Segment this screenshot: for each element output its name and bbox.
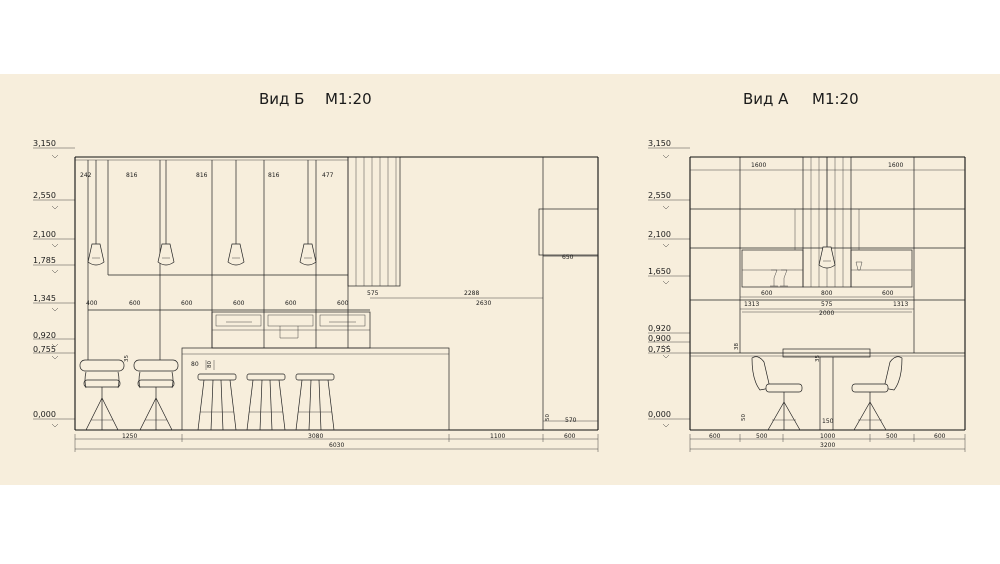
view-b-top-dim-1: 242 <box>80 172 92 179</box>
view-b-dim-570: 570 <box>565 417 577 424</box>
view-b-dining-chairs <box>79 359 179 431</box>
view-a-total: 3200 <box>820 442 835 449</box>
view-b-bottom-dim-1: 1250 <box>122 433 137 440</box>
view-a-mid-dim-1: 1313 <box>744 301 759 308</box>
view-b-appliance-row <box>211 311 371 349</box>
view-b-top-dim-5: 477 <box>322 172 334 179</box>
view-b-mid-dim-6: 600 <box>337 300 349 307</box>
view-a-level-1: 3,150 <box>648 139 671 148</box>
view-a-scale: М1:20 <box>812 90 859 108</box>
view-b-total: 6030 <box>329 442 344 449</box>
view-a-mid-total: 2000 <box>819 310 834 317</box>
view-a: Вид А М1:20 3,150 2,550 2,100 1,650 0,92… <box>648 90 966 452</box>
view-b-level-8: 0,000 <box>33 410 56 419</box>
view-a-pendant-lamp <box>818 157 836 269</box>
view-b-title: Вид Б <box>259 90 304 108</box>
view-a-bottom-dim-1: 600 <box>709 433 721 440</box>
view-b-level-5: 1,345 <box>33 294 56 303</box>
view-b-scale: М1:20 <box>325 90 372 108</box>
view-a-dimension-lines <box>689 296 966 452</box>
view-a-shelf-dim-3: 600 <box>882 290 894 297</box>
view-b-dim-35: 35 <box>124 355 130 362</box>
drawing-sheet: Вид Б М1:20 3,150 2,550 2,100 1,785 1,34… <box>0 74 1000 485</box>
view-b-top-dim-3: 816 <box>196 172 208 179</box>
view-a-bottom-dim-2: 500 <box>756 433 768 440</box>
view-b-island <box>181 347 450 431</box>
view-b-dim-2630: 2630 <box>476 300 491 307</box>
view-b-dim-650: 650 <box>562 254 574 261</box>
view-b-wall-panels <box>87 156 599 430</box>
view-a-shelf-dim-2: 800 <box>821 290 833 297</box>
view-b-level-2: 2,550 <box>33 191 56 200</box>
view-b-level-6: 0,920 <box>33 331 56 340</box>
view-b-level-3: 2,100 <box>33 230 56 239</box>
view-b-mid-dim-4: 600 <box>233 300 245 307</box>
view-b-dim-80b: 80 <box>207 361 213 368</box>
view-a-level-2: 2,550 <box>648 191 671 200</box>
view-a-dining-table <box>782 348 871 430</box>
view-a-mid-dim-2: 575 <box>821 301 833 308</box>
view-a-bottom-dim-3: 1000 <box>820 433 835 440</box>
view-b-top-dim-2: 816 <box>126 172 138 179</box>
view-a-dining-chairs <box>751 356 903 431</box>
view-a-bottom-dim-5: 600 <box>934 433 946 440</box>
view-a-dim-35: 35 <box>815 355 821 362</box>
view-a-bottom-dim-4: 500 <box>886 433 898 440</box>
view-b-mid-dim-2: 600 <box>129 300 141 307</box>
view-b-level-1: 3,150 <box>33 139 56 148</box>
view-a-level-6: 0,900 <box>648 334 671 343</box>
view-a-level-3: 2,100 <box>648 230 671 239</box>
view-b-pendant-lamps <box>87 160 317 266</box>
view-a-dim-38: 38 <box>734 343 740 350</box>
view-a-dim-150: 150 <box>822 418 834 425</box>
view-a-shelf-dim-1: 600 <box>761 290 773 297</box>
paper-background <box>0 74 1000 485</box>
view-b-mid-dim-3: 600 <box>181 300 193 307</box>
view-b-dim-50: 50 <box>545 414 551 421</box>
view-b-dim-575: 575 <box>367 290 379 297</box>
view-b-bottom-dim-4: 600 <box>564 433 576 440</box>
view-b-level-4: 1,785 <box>33 256 56 265</box>
view-a-top-dim-1: 1600 <box>751 162 766 169</box>
view-a-level-7: 0,755 <box>648 345 671 354</box>
view-a-wall-panels <box>690 156 965 353</box>
view-b-bottom-dim-2: 3080 <box>308 433 323 440</box>
view-b-top-dim-4: 816 <box>268 172 280 179</box>
view-b-level-7: 0,755 <box>33 345 56 354</box>
view-a-mid-dim-3: 1313 <box>893 301 908 308</box>
view-a-title: Вид А <box>743 90 789 108</box>
view-a-dim-50: 50 <box>741 414 747 421</box>
view-b-dim-2288: 2288 <box>464 290 479 297</box>
view-b-mid-dim-1: 400 <box>86 300 98 307</box>
view-b-dim-80a: 80 <box>191 361 199 368</box>
view-b-level-marks <box>33 147 75 428</box>
view-b-bottom-dim-3: 1100 <box>490 433 505 440</box>
view-a-level-marks <box>648 147 690 428</box>
view-b: Вид Б М1:20 3,150 2,550 2,100 1,785 1,34… <box>33 90 599 452</box>
view-a-top-dim-2: 1600 <box>888 162 903 169</box>
view-b-mid-dim-5: 600 <box>285 300 297 307</box>
view-a-level-5: 0,920 <box>648 324 671 333</box>
view-a-level-8: 0,000 <box>648 410 671 419</box>
view-b-bar-stools <box>197 373 335 431</box>
view-b-dimension-lines <box>74 255 599 452</box>
view-a-level-4: 1,650 <box>648 267 671 276</box>
